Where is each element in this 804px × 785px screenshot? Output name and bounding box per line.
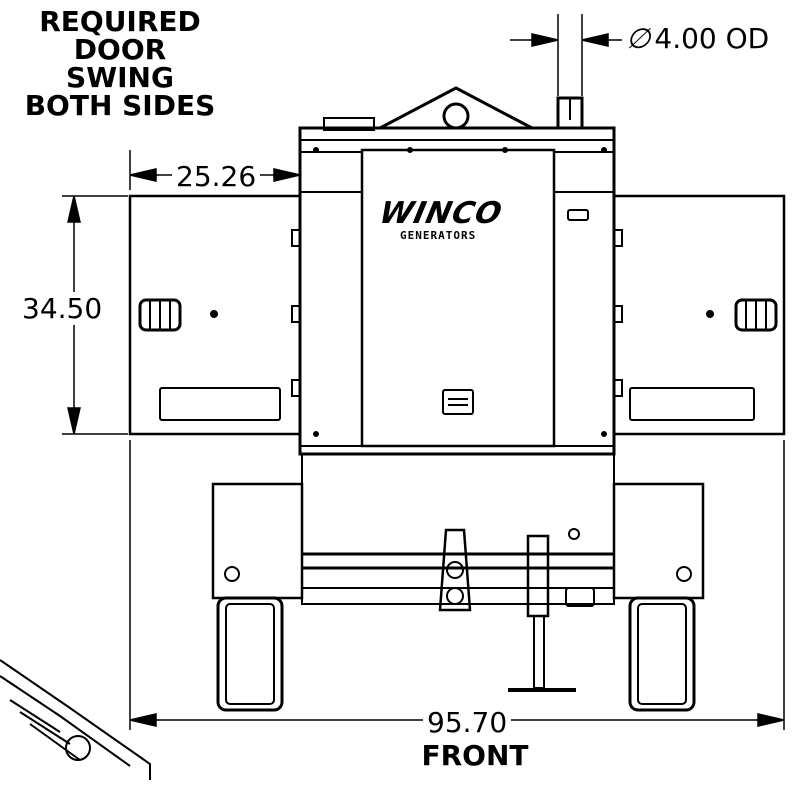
door-swing-note: REQUIRED DOOR SWING BOTH SIDES bbox=[24, 5, 216, 122]
trailer-chassis bbox=[211, 453, 705, 712]
overall-width-label: 95.70 bbox=[423, 706, 512, 739]
right-door bbox=[612, 194, 786, 436]
door-width-label: 25.26 bbox=[172, 160, 261, 193]
door-height-label: 34.50 bbox=[20, 292, 105, 325]
exhaust-diameter-value: 4.00 OD bbox=[654, 22, 770, 55]
brand-logo: WINCO bbox=[376, 196, 506, 231]
diameter-symbol: ∅ bbox=[626, 22, 651, 55]
left-door bbox=[128, 194, 302, 436]
brand-logo-subtitle: GENERATORS bbox=[400, 229, 477, 242]
dimension-exhaust-diameter bbox=[510, 14, 622, 96]
generator-enclosure bbox=[298, 86, 616, 456]
exhaust-diameter-label: ∅4.00 OD bbox=[624, 22, 772, 55]
dimension-door-width bbox=[129, 150, 301, 190]
isometric-inset-corner bbox=[0, 659, 151, 780]
view-title: FRONT bbox=[421, 739, 529, 772]
